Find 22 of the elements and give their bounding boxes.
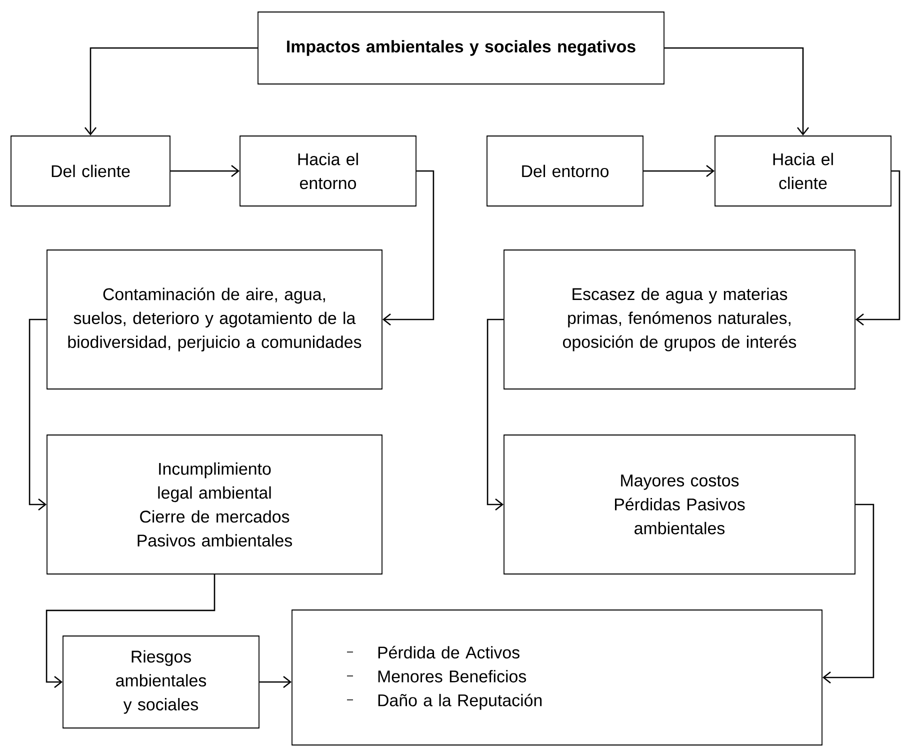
process-box: Hacia el entorno bbox=[240, 136, 416, 206]
arrow bbox=[259, 676, 292, 688]
process-box: Escasez de agua y materias primas, fenómenos naturales, oposición de grupos de interés bbox=[504, 250, 856, 390]
arrow bbox=[643, 164, 715, 178]
arrow bbox=[855, 170, 900, 326]
process-box: Del cliente bbox=[10, 136, 170, 206]
arrow bbox=[382, 170, 434, 326]
arrow bbox=[664, 47, 810, 136]
arrow bbox=[84, 47, 258, 136]
arrow bbox=[170, 164, 240, 178]
arrow bbox=[486, 318, 504, 510]
process-box: Contaminación de aire, agua, suelos, deterioro y agotamiento de la biodiversidad, perjuicio a comunidades bbox=[46, 250, 382, 390]
title-box: Impactos ambientales y sociales negativos bbox=[258, 12, 664, 84]
outcome-list-box: Pérdida de Activos Menores Beneficios Daño a la Reputación bbox=[292, 610, 822, 746]
arrow bbox=[46, 574, 216, 688]
process-box: Mayores costos Pérdidas Pasivos ambientales bbox=[504, 434, 856, 574]
arrow bbox=[822, 504, 874, 684]
process-box: Riesgos ambientales y sociales bbox=[62, 636, 260, 728]
process-box: Hacia el cliente bbox=[714, 136, 892, 206]
process-box: Incumplimiento legal ambiental Cierre de mercados Pasivos ambientales bbox=[46, 434, 382, 574]
arrow bbox=[28, 318, 47, 510]
process-box: Del entorno bbox=[486, 136, 644, 206]
